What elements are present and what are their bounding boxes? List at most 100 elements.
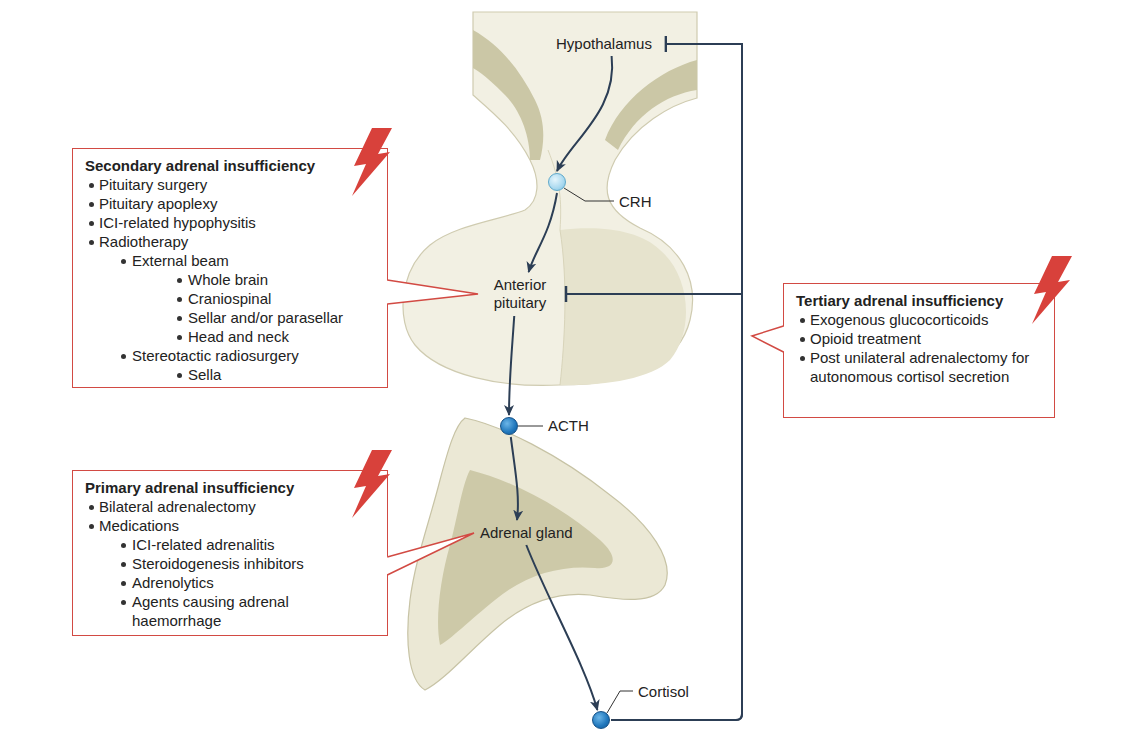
callout-pointer [386, 280, 478, 304]
list-item: Stereotactic radiosurgery [73, 346, 387, 365]
bullet-dot [121, 354, 126, 359]
list-text: Sella [188, 366, 221, 383]
lightning-bolt [1032, 256, 1072, 324]
list-item: Pituitary apoplexy [73, 194, 387, 213]
list-item: Sellar and/or parasellar [73, 308, 387, 327]
list-item: Steroidogenesis inhibitors [73, 554, 387, 573]
bullet-dot [89, 505, 94, 510]
bullet-dot [177, 316, 182, 321]
list-text: Stereotactic radiosurgery [132, 347, 299, 364]
bullet-dot [800, 318, 805, 323]
list-item: Adrenolytics [73, 573, 387, 592]
list-text: Opioid treatment [810, 330, 921, 347]
adrenal-cortex [408, 418, 667, 690]
list-item: ICI-related adrenalitis [73, 535, 387, 554]
list-item: Pituitary surgery [73, 175, 387, 194]
bullet-dot [800, 356, 805, 361]
callout-heading: Primary adrenal insufficiency [73, 478, 387, 497]
list-item: Post unilateral adrenalectomy for autono… [784, 348, 1054, 386]
lightning-bolt [352, 128, 392, 196]
adrenal-medulla [438, 470, 613, 645]
list-text: Steroidogenesis inhibitors [132, 555, 304, 572]
hormone-label: ACTH [548, 417, 589, 435]
list-item: External beam [73, 251, 387, 270]
list-text: Sellar and/or parasellar [188, 309, 343, 326]
region-label: Hypothalamus [556, 35, 652, 53]
list-item: Head and neck [73, 327, 387, 346]
list-text: ICI-related hypophysitis [99, 214, 256, 231]
feedback-inhibition [611, 44, 742, 720]
bullet-dot [177, 278, 182, 283]
hormone-dot: Cortisol [592, 711, 610, 729]
lobe-divider [560, 230, 565, 385]
bullet-dot [177, 297, 182, 302]
bullet-dot [800, 337, 805, 342]
bullet-dot [89, 221, 94, 226]
brain-band [473, 30, 543, 160]
bullet-dot [89, 240, 94, 245]
bullet-dot [177, 335, 182, 340]
feedback-inhibition [566, 294, 742, 720]
hormone-dot: CRH [548, 173, 566, 191]
list-text: Pituitary surgery [99, 176, 207, 193]
region-label: Adrenal gland [480, 524, 573, 542]
bullet-dot [121, 259, 126, 264]
bullet-dot [89, 524, 94, 529]
bullet-dot [121, 562, 126, 567]
callout-box: Primary adrenal insufficiencyBilateral a… [72, 470, 388, 636]
list-item: Agents causing adrenal haemorrhage [73, 592, 387, 630]
list-item: Whole brain [73, 270, 387, 289]
list-item: Opioid treatment [784, 329, 1054, 348]
lightning-bolt [352, 450, 392, 518]
pathway-arrow [511, 437, 518, 520]
pathway-arrow [509, 316, 514, 415]
hormone-label: Cortisol [638, 683, 689, 701]
list-item: Exogenous glucocorticoids [784, 310, 1054, 329]
structure-name: Adrenal gland [480, 524, 573, 542]
list-text: Radiotherapy [99, 233, 188, 250]
pathway-arrow [557, 56, 612, 171]
list-text: Medications [99, 517, 179, 534]
bullet-dot [177, 373, 182, 378]
list-text: Whole brain [188, 271, 268, 288]
list-text: Adrenolytics [132, 574, 214, 591]
pathway-arrow [529, 193, 557, 272]
leader-line [607, 691, 633, 713]
callout-heading: Tertiary adrenal insufficiency [784, 291, 1054, 310]
list-text: Bilateral adrenalectomy [99, 498, 256, 515]
list-item: Bilateral adrenalectomy [73, 497, 387, 516]
brain-band [605, 60, 697, 150]
list-text: Exogenous glucocorticoids [810, 311, 988, 328]
list-text: ICI-related adrenalitis [132, 536, 275, 553]
bullet-dot [121, 543, 126, 548]
callout-pointer [752, 326, 785, 352]
hormone-label: CRH [619, 193, 652, 211]
list-text: Craniospinal [188, 290, 271, 307]
callout-box: Tertiary adrenal insufficiencyExogenous … [783, 283, 1055, 418]
leader-line [564, 188, 614, 201]
region-label: Anterior pituitary [484, 276, 556, 312]
list-item: Medications [73, 516, 387, 535]
callout-box: Secondary adrenal insufficiencyPituitary… [72, 148, 388, 388]
list-text: Head and neck [188, 328, 289, 345]
posterior-lobe [560, 228, 686, 385]
callout-pointer [386, 533, 474, 575]
list-text: Pituitary apoplexy [99, 195, 217, 212]
callout-heading: Secondary adrenal insufficiency [73, 156, 387, 175]
brain-pituitary-outline [403, 12, 697, 385]
list-item: Radiotherapy [73, 232, 387, 251]
list-item: ICI-related hypophysitis [73, 213, 387, 232]
list-text: Agents causing adrenal haemorrhage [132, 593, 289, 629]
structure-name: Hypothalamus [556, 35, 652, 53]
bullet-dot [121, 600, 126, 605]
bullet-dot [89, 202, 94, 207]
hormone-dot: ACTH [500, 417, 518, 435]
callout-pointer [752, 326, 784, 352]
bullet-dot [121, 581, 126, 586]
list-text: External beam [132, 252, 229, 269]
pathway-arrow [526, 545, 597, 710]
list-text: Post unilateral adrenalectomy for autono… [810, 349, 1029, 385]
